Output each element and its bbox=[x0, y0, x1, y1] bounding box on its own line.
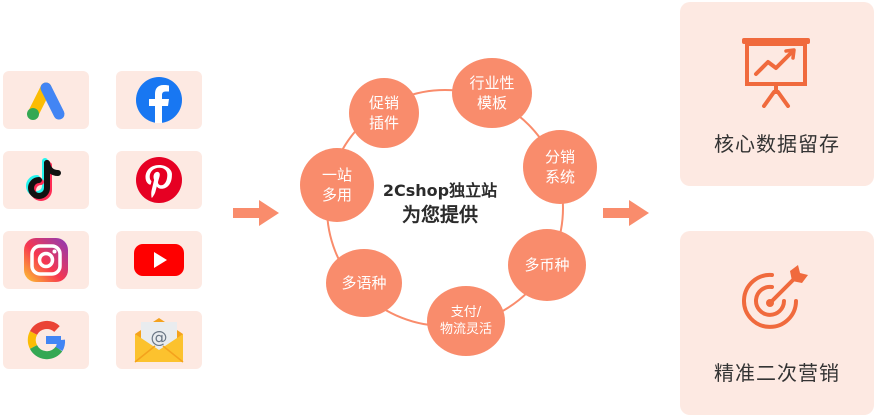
tiktok-icon bbox=[26, 158, 61, 201]
google-icon bbox=[27, 321, 66, 360]
feature-one-site-multi-use: 一站 多用 bbox=[300, 148, 374, 222]
youtube-icon bbox=[134, 244, 184, 276]
pinterest-icon bbox=[136, 157, 182, 203]
arrow-right-icon bbox=[603, 200, 649, 226]
feature-multi-language: 多语种 bbox=[326, 249, 402, 317]
feature-distribution-system: 分销 系统 bbox=[523, 130, 597, 204]
outcome-label: 精准二次营销 bbox=[714, 361, 840, 385]
outcome-label: 核心数据留存 bbox=[714, 132, 840, 156]
email-icon: @ bbox=[134, 318, 184, 363]
outcome-card-precise-remarketing: 精准二次营销 bbox=[680, 231, 874, 415]
feature-promo-plugin: 促销 插件 bbox=[349, 78, 419, 148]
facebook-icon bbox=[136, 77, 182, 123]
email-tile: @ bbox=[116, 311, 202, 369]
target-icon bbox=[742, 265, 808, 329]
tiktok-tile bbox=[3, 151, 89, 209]
google-tile bbox=[3, 311, 89, 369]
google-ads-icon bbox=[27, 82, 65, 120]
center-title-line1: 2Cshop独立站 bbox=[382, 181, 498, 200]
instagram-icon bbox=[24, 238, 68, 282]
feature-payment-logistics: 支付/ 物流灵活 bbox=[427, 286, 505, 356]
center-title: 2Cshop独立站 为您提供 bbox=[350, 180, 530, 228]
feature-multi-currency: 多币种 bbox=[508, 229, 586, 301]
pinterest-tile bbox=[116, 151, 202, 209]
facebook-tile bbox=[116, 71, 202, 129]
center-title-line2: 为您提供 bbox=[401, 204, 478, 226]
email-at-symbol: @ bbox=[151, 328, 168, 348]
instagram-tile bbox=[3, 231, 89, 289]
youtube-tile bbox=[116, 231, 202, 289]
outcome-card-data-retention: 核心数据留存 bbox=[680, 2, 874, 186]
chart-board-icon bbox=[742, 38, 810, 108]
arrow-right-icon bbox=[233, 200, 279, 226]
feature-industry-template: 行业性 模板 bbox=[452, 58, 532, 128]
google-ads-tile bbox=[3, 71, 89, 129]
